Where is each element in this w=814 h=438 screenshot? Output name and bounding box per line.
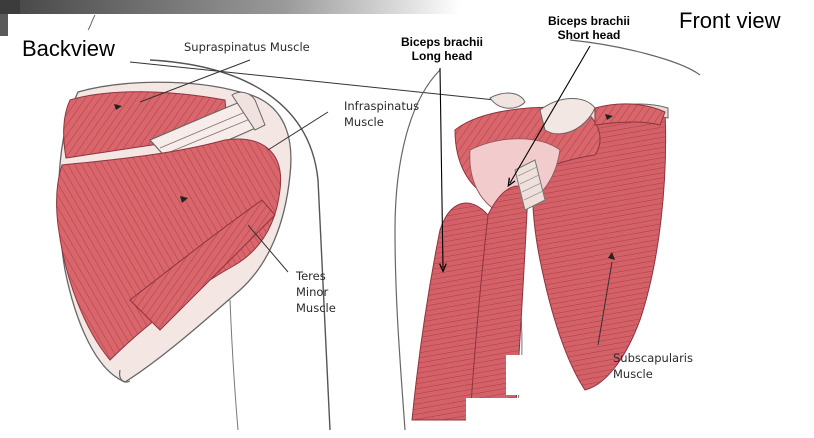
biceps-short-head-label-line: Short head	[537, 28, 641, 42]
infraspinatus-label-line: Infraspinatus	[344, 98, 419, 114]
back-view-figure	[57, 15, 330, 430]
teres-minor-label-line: Muscle	[296, 300, 336, 316]
cover-block	[466, 398, 566, 438]
biceps-long-head-label-line: Long head	[392, 49, 492, 63]
front-shoulder-outline	[570, 40, 700, 75]
back-arm-inner-outline	[230, 300, 238, 430]
biceps-short-head-label: Biceps brachii Short head	[537, 14, 641, 42]
teres-minor-label-line: Teres	[296, 268, 336, 284]
back-neck-outline	[88, 15, 95, 30]
biceps-long-head-label: Biceps brachii Long head	[392, 35, 492, 63]
back-view-label: Backview	[22, 36, 115, 62]
teres-minor-label-line: Minor	[296, 284, 336, 300]
supraspinatus-label: Supraspinatus Muscle	[184, 39, 310, 55]
subscapularis-label: Subscapularis Muscle	[613, 350, 693, 382]
coracoid-process	[490, 93, 525, 108]
biceps-long-head-label-line: Biceps brachii	[392, 35, 492, 49]
subscapularis-label-line: Muscle	[613, 366, 693, 382]
subscapularis-label-line: Subscapularis	[613, 350, 693, 366]
front-view-label: Front view	[679, 8, 780, 34]
teres-minor-label: Teres Minor Muscle	[296, 268, 336, 316]
cover-block	[506, 355, 566, 395]
infraspinatus-label: Infraspinatus Muscle	[344, 98, 419, 130]
biceps-short-head-label-line: Biceps brachii	[537, 14, 641, 28]
infraspinatus-label-line: Muscle	[344, 114, 419, 130]
